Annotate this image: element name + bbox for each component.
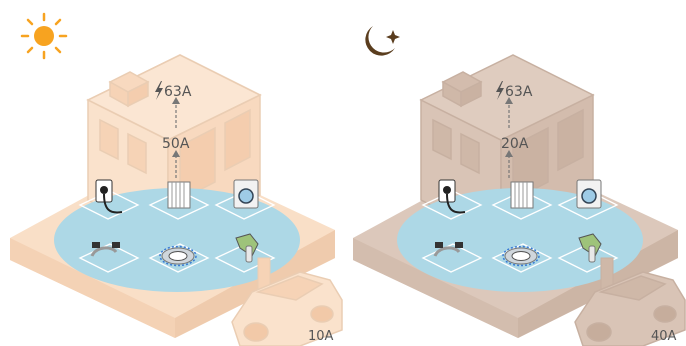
faucet-icon xyxy=(433,242,463,257)
main-fuse-label: 63A xyxy=(505,84,533,100)
lightning-icon xyxy=(155,81,163,100)
arrow-head-upper xyxy=(172,97,180,104)
load-zone-circle xyxy=(397,188,643,292)
main-fuse-label: 63A xyxy=(164,84,192,100)
car-icon xyxy=(574,271,686,346)
gas-stove-icon xyxy=(159,245,197,267)
car-icon xyxy=(231,271,343,346)
sun-icon xyxy=(20,12,68,60)
arrow-head-lower xyxy=(172,150,180,157)
day-scene: 63A 50A 10A xyxy=(10,12,343,346)
moon-icon xyxy=(365,26,400,56)
wallbox-icon xyxy=(438,179,466,214)
radiator-icon xyxy=(167,181,191,209)
day-panel: 63A 50A 10A xyxy=(10,12,343,346)
night-panel: 63A 20A 40A xyxy=(343,0,686,346)
washing-machine-icon xyxy=(233,179,259,209)
charger-current-label: 10A xyxy=(308,329,334,344)
load-zone-circle xyxy=(54,188,300,292)
hair-dryer-icon xyxy=(235,233,259,263)
faucet-icon xyxy=(90,242,120,257)
house-load-label: 50A xyxy=(162,136,190,152)
gas-stove-icon xyxy=(502,245,540,267)
washing-machine-icon xyxy=(576,179,602,209)
radiator-icon xyxy=(510,181,534,209)
charger-current-label: 40A xyxy=(651,329,677,344)
lightning-icon xyxy=(496,81,504,100)
night-scene: 63A 20A 40A xyxy=(353,26,686,346)
wallbox-icon xyxy=(95,179,123,214)
house-load-label: 20A xyxy=(501,136,529,152)
hair-dryer-icon xyxy=(578,233,602,263)
arrow-head-lower xyxy=(505,150,513,157)
arrow-head-upper xyxy=(505,97,513,104)
